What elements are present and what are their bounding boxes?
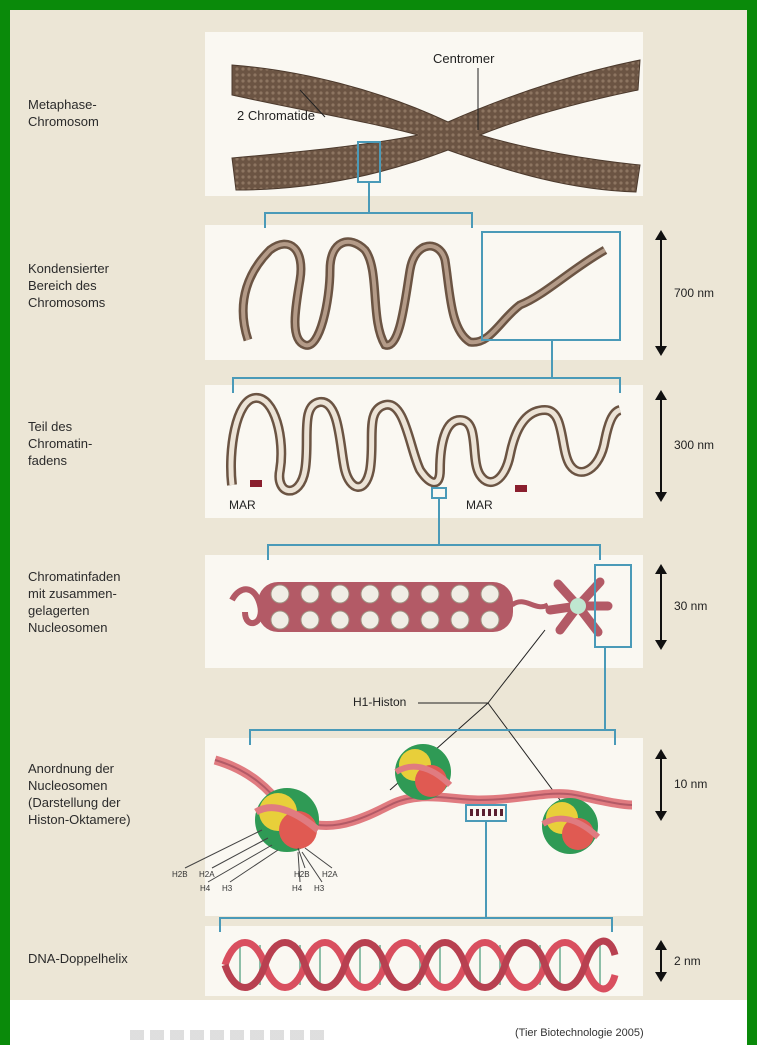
label-h2b-right: H2B bbox=[294, 870, 310, 879]
nucleosome-arrangement bbox=[185, 744, 632, 882]
nucleosome-right bbox=[542, 798, 598, 854]
zoom-box bbox=[432, 488, 446, 498]
nucleosome-middle bbox=[395, 744, 451, 800]
label-mar-left: MAR bbox=[229, 498, 256, 512]
label-h1-histon: H1-Histon bbox=[353, 695, 406, 709]
connector bbox=[265, 182, 472, 228]
nucleosome-fiber bbox=[232, 565, 631, 647]
label-h2a-right: H2A bbox=[322, 870, 338, 879]
metaphase-chromosome bbox=[232, 60, 640, 192]
connector bbox=[250, 647, 615, 745]
label-centromer: Centromer bbox=[433, 51, 495, 66]
label-h4-left: H4 bbox=[200, 884, 211, 893]
label-chromatide: 2 Chromatide bbox=[237, 108, 315, 123]
dna-double-helix bbox=[225, 941, 615, 989]
condensed-chromosome-region bbox=[243, 232, 620, 345]
connector bbox=[233, 340, 620, 393]
connector bbox=[268, 498, 600, 560]
label-h3-right: H3 bbox=[314, 884, 325, 893]
chromatin-fiber-loops bbox=[231, 398, 620, 498]
label-h2b-left: H2B bbox=[172, 870, 188, 879]
label-h3-left: H3 bbox=[222, 884, 233, 893]
label-mar-right: MAR bbox=[466, 498, 493, 512]
nucleosome-left bbox=[255, 788, 319, 852]
source-citation: (Tier Biotechnologie 2005) bbox=[515, 1027, 644, 1039]
label-h4-right: H4 bbox=[292, 884, 303, 893]
label-h2a-left: H2A bbox=[199, 870, 215, 879]
